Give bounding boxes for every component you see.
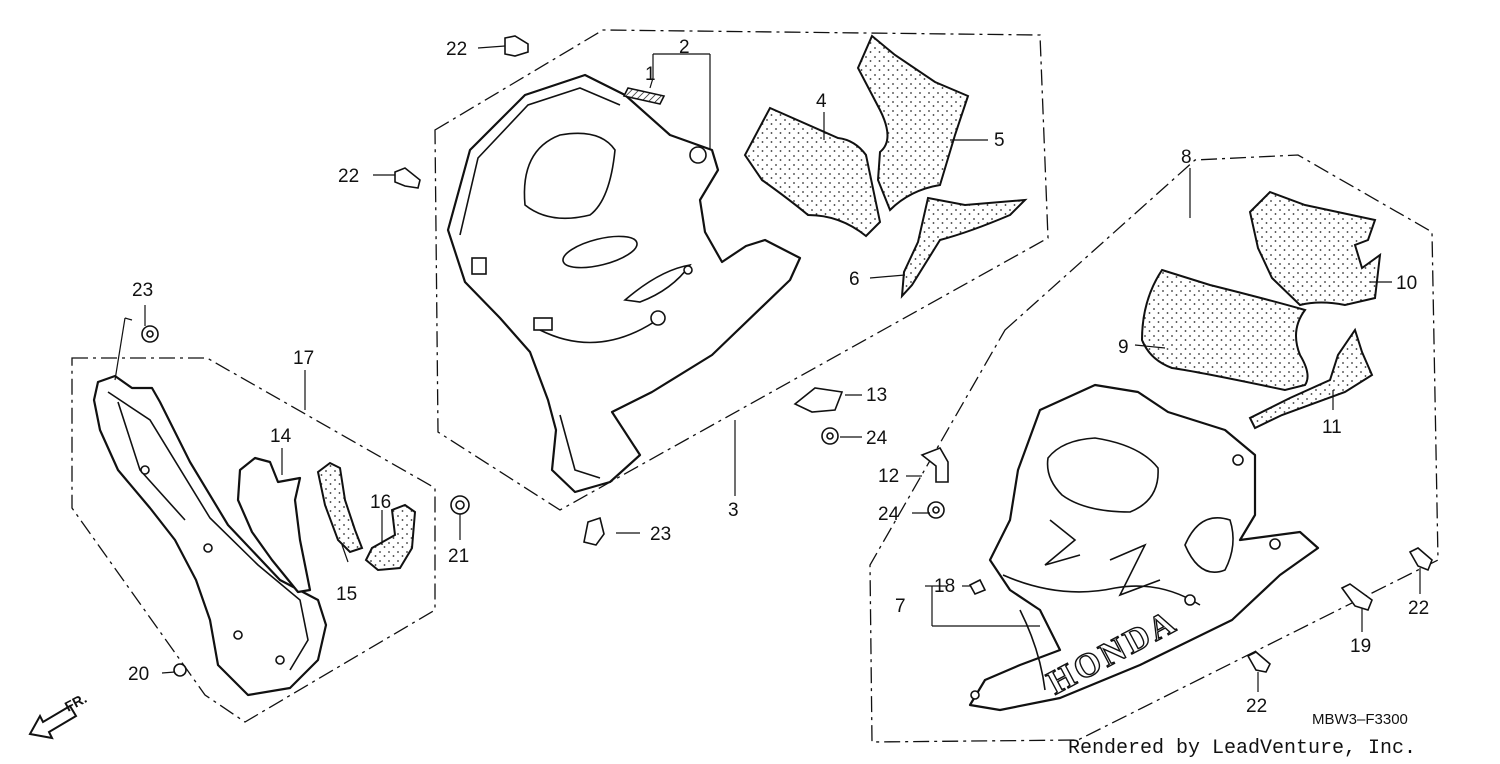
emblem-part: [622, 87, 666, 105]
callout-14: 14: [270, 426, 292, 447]
callout-20: 20: [128, 664, 149, 685]
callout-3: 3: [728, 500, 739, 521]
leader-lines: [114, 45, 1421, 692]
callout-5: 5: [994, 130, 1005, 151]
callout-10: 10: [1396, 273, 1417, 294]
front-arrow-icon: [28, 704, 78, 740]
pad-part-9: [1140, 268, 1309, 392]
callout-7: 7: [895, 596, 906, 617]
callout-11: 11: [1322, 417, 1342, 438]
callout-24-upper: 24: [866, 428, 888, 449]
callout-13: 13: [866, 385, 887, 406]
pad-part-10: [1248, 190, 1382, 307]
pad-part-4: [743, 106, 882, 238]
diagram-code: MBW3–F3300: [1312, 711, 1408, 728]
callout-24-lower: 24: [878, 504, 900, 525]
callout-4: 4: [816, 91, 827, 112]
callout-8: 8: [1181, 147, 1192, 168]
fasteners: [141, 35, 1433, 677]
callout-21: 21: [448, 546, 469, 567]
pad-part-15: [316, 461, 364, 554]
callout-labels: 1 2 3 4 5 6 7 8 9 10 11 12 13 14 15 16 1…: [128, 37, 1429, 717]
group-box-inner-panel: [71, 357, 436, 723]
pad-part-6: [900, 196, 1028, 299]
pad-part-11: [1248, 327, 1374, 430]
callout-9: 9: [1118, 337, 1129, 358]
group-box-right-cowl: [869, 154, 1439, 743]
pad-part-16: [364, 503, 417, 572]
callout-17: 17: [293, 348, 314, 369]
callout-16: 16: [370, 492, 391, 513]
pad-part-5: [856, 34, 970, 212]
render-credit: Rendered by LeadVenture, Inc.: [1068, 737, 1416, 760]
callout-1: 1: [645, 64, 656, 85]
callout-22-bottom: 22: [1246, 696, 1267, 717]
callout-6: 6: [849, 269, 860, 290]
group-box-upper-cowl: [434, 29, 1049, 511]
upper-cowl-part: [446, 73, 802, 494]
callout-2: 2: [679, 37, 690, 58]
callout-23-top: 23: [132, 280, 153, 301]
bracket-part-14: [236, 456, 312, 594]
inner-panel-part: [92, 374, 328, 697]
callout-22-right: 22: [1408, 598, 1429, 619]
callout-15: 15: [336, 584, 357, 605]
callout-19: 19: [1350, 636, 1371, 657]
callout-22-mid: 22: [338, 166, 359, 187]
callout-22-top: 22: [446, 39, 467, 60]
callout-23-bottom: 23: [650, 524, 671, 545]
callout-18: 18: [934, 576, 955, 597]
callout-12: 12: [878, 466, 899, 487]
front-direction-indicator: FR.: [28, 690, 89, 740]
